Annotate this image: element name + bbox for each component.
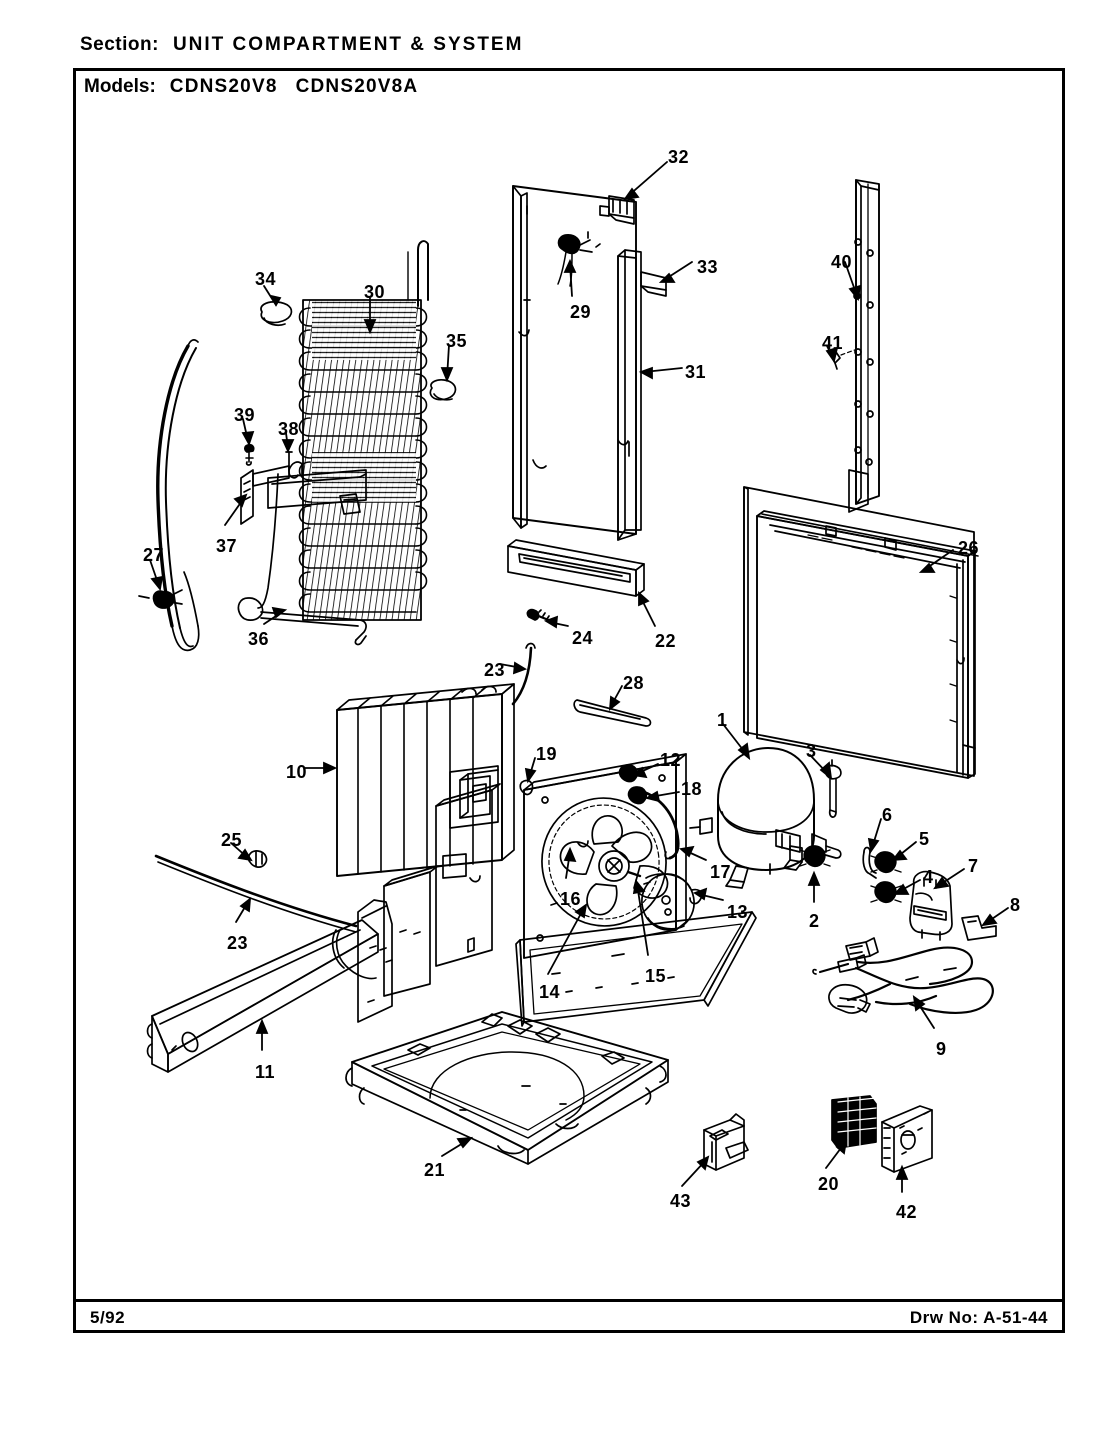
callout-number-19: 19 xyxy=(536,744,558,764)
callout-number-42: 42 xyxy=(896,1202,918,1222)
callout-number-11: 11 xyxy=(255,1062,276,1082)
section-label: Section: xyxy=(80,34,159,55)
callout-number-32: 32 xyxy=(668,147,690,167)
callout-number-26: 26 xyxy=(958,538,980,558)
callout-number-18: 18 xyxy=(681,779,703,799)
callout-number-12: 12 xyxy=(660,750,682,770)
callout-number-20: 20 xyxy=(818,1174,840,1194)
callout-number-23: 23 xyxy=(484,660,506,680)
callout-number-9: 9 xyxy=(936,1039,947,1059)
callout-number-41: 41 xyxy=(822,333,844,353)
callout-number-36: 36 xyxy=(248,629,270,649)
callout-number-4: 4 xyxy=(923,867,934,887)
callout-number-16: 16 xyxy=(560,889,582,909)
section-heading: Section: UNIT COMPARTMENT & SYSTEM xyxy=(80,34,523,56)
callout-number-37: 37 xyxy=(216,536,238,556)
callout-number-6: 6 xyxy=(882,805,893,825)
callout-number-5: 5 xyxy=(919,829,930,849)
section-value: UNIT COMPARTMENT & SYSTEM xyxy=(172,34,524,55)
callout-number-33: 33 xyxy=(697,257,719,277)
callout-number-30: 30 xyxy=(364,282,386,302)
callout-number-34: 34 xyxy=(255,269,277,289)
callout-number-14: 14 xyxy=(539,982,561,1002)
models-heading: Models: CDNS20V8 CDNS20V8A xyxy=(84,76,418,98)
callout-number-10: 10 xyxy=(286,762,308,782)
callout-number-27: 27 xyxy=(143,545,165,565)
footer-bar: 5/92 Drw No: A-51-44 xyxy=(73,1299,1065,1333)
revision-date: 5/92 xyxy=(90,1308,126,1327)
callout-number-35: 35 xyxy=(446,331,468,351)
callout-number-22: 22 xyxy=(655,631,677,651)
callout-number-23b: 23 xyxy=(227,933,249,953)
callout-number-15: 15 xyxy=(645,966,667,986)
callout-number-39: 39 xyxy=(234,405,256,425)
callout-number-1: 1 xyxy=(717,710,728,730)
callout-number-24: 24 xyxy=(572,628,594,648)
models-label: Models: xyxy=(84,76,156,97)
callout-number-29: 29 xyxy=(570,302,592,322)
callout-number-25: 25 xyxy=(221,830,243,850)
model-number-1: CDNS20V8 xyxy=(169,76,278,97)
callout-number-13: 13 xyxy=(727,902,749,922)
callout-number-28: 28 xyxy=(623,673,645,693)
callout-number-3: 3 xyxy=(806,741,817,761)
callout-number-8: 8 xyxy=(1010,895,1021,915)
callout-number-31: 31 xyxy=(685,362,707,382)
callout-number-2: 2 xyxy=(809,911,820,931)
callout-number-43: 43 xyxy=(670,1191,692,1211)
callout-number-40: 40 xyxy=(831,252,853,272)
model-number-2: CDNS20V8A xyxy=(295,76,419,97)
callout-number-38: 38 xyxy=(278,419,300,439)
callout-number-21: 21 xyxy=(424,1160,446,1180)
drawing-number: Drw No: A-51-44 xyxy=(909,1308,1048,1327)
callout-number-17: 17 xyxy=(710,862,732,882)
diagram-frame xyxy=(73,68,1065,1330)
callout-number-7: 7 xyxy=(968,856,979,876)
